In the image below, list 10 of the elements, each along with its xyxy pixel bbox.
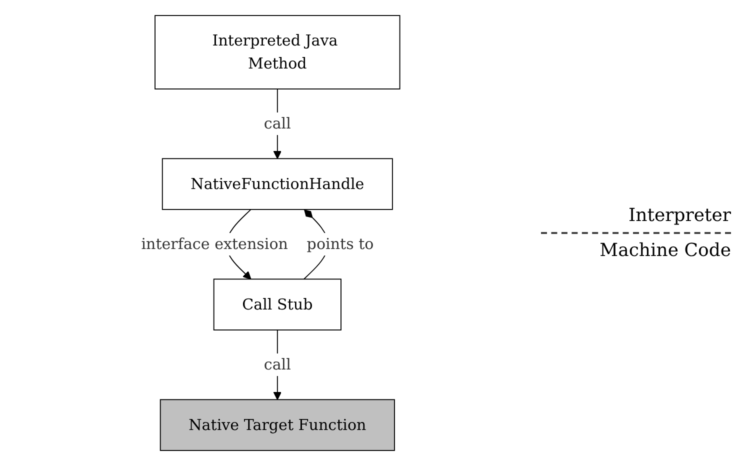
- edge-label: call: [264, 114, 291, 132]
- node-box: NativeFunctionHandle: [162, 158, 393, 210]
- region-label: Machine Code: [598, 240, 731, 261]
- node-box: Call Stub: [213, 278, 342, 330]
- edge-label: interface extension: [141, 234, 288, 253]
- edge-label: call: [264, 355, 291, 374]
- node-box: Interpreted Java Method: [154, 15, 400, 90]
- node-box: Native Target Function: [160, 399, 395, 451]
- region-label: Interpreter: [628, 205, 731, 226]
- edge-label: points to: [306, 234, 374, 253]
